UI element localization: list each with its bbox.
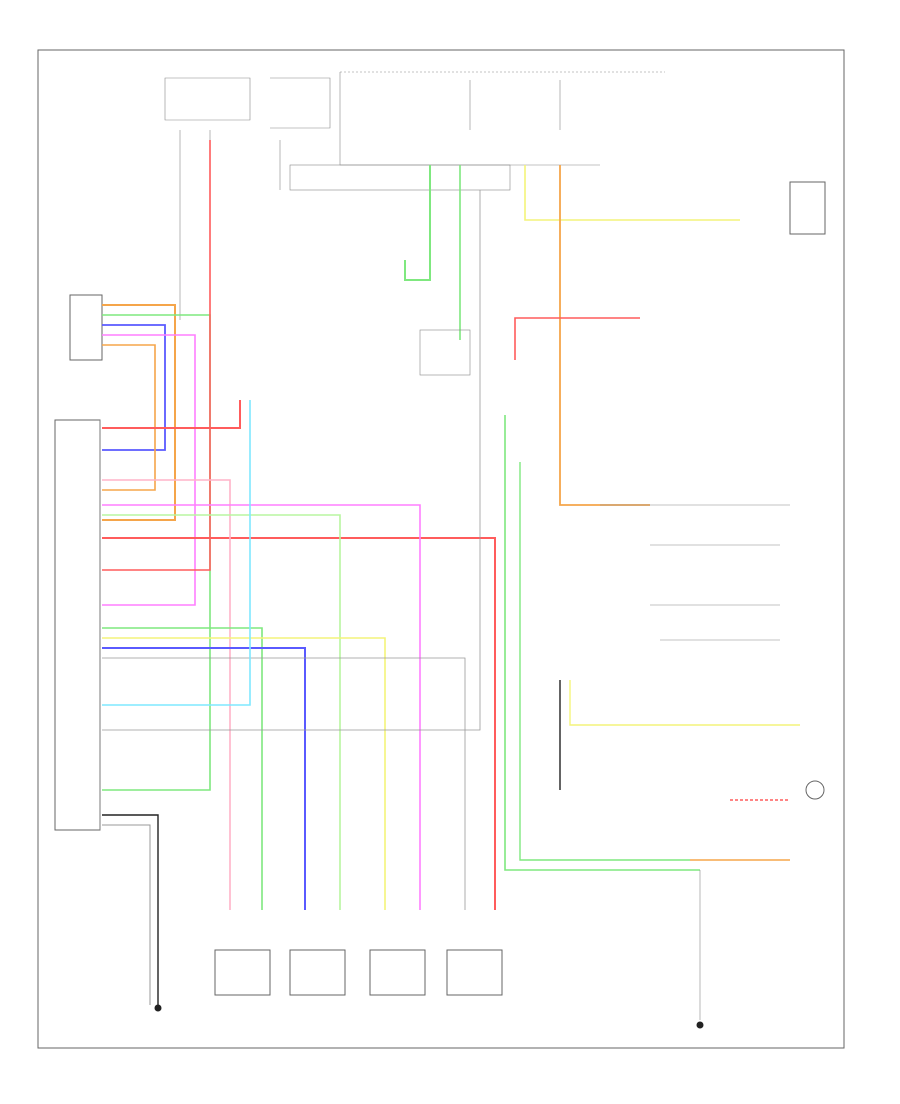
center-connector	[419, 329, 471, 376]
combination-switch	[69, 294, 103, 361]
right-connector-block	[789, 181, 826, 235]
main-unit	[54, 419, 101, 831]
wire-gray-3	[102, 824, 151, 1005]
wire-red-3	[102, 537, 496, 910]
top-feeds	[179, 130, 281, 320]
wire-magenta-1	[102, 334, 196, 606]
ground-right	[696, 1021, 704, 1029]
wire-yellow-2	[524, 165, 740, 221]
main-unit-outline	[54, 419, 101, 831]
wire-green-3	[404, 165, 431, 281]
wire-red-1	[102, 400, 241, 429]
wire-blue-1	[102, 324, 166, 451]
wire-black-1	[102, 814, 159, 1005]
wire-blue-2	[102, 647, 306, 910]
wire-red-4	[514, 317, 640, 360]
top-fuse-box	[164, 71, 665, 320]
sensor-4	[446, 949, 503, 996]
wire-gray-1	[102, 657, 466, 910]
diagram-frame	[37, 49, 845, 1049]
wire-cyan-1	[102, 400, 251, 706]
wire-green-6	[519, 462, 690, 861]
wire-lightgreen-1	[102, 514, 341, 910]
sensor-1	[214, 949, 271, 996]
motor-symbol	[805, 780, 825, 800]
wire-green-2	[102, 627, 263, 910]
wire-orange-2	[102, 344, 156, 491]
fuse-box-mid	[270, 77, 331, 129]
wire-green-5	[504, 415, 700, 871]
right-switch-lines	[600, 504, 790, 641]
sensor-3	[369, 949, 426, 996]
relay-pins	[469, 80, 561, 130]
wire-orange-3	[559, 165, 650, 506]
fuse-box-left	[164, 77, 251, 121]
ground-left	[154, 1004, 162, 1012]
sensor-row	[214, 949, 503, 996]
sensor-2	[289, 949, 346, 996]
wire-red-2	[102, 140, 211, 571]
junction-row	[289, 164, 511, 191]
wire-yellow-1	[102, 637, 386, 910]
wire-gray-2	[102, 190, 481, 731]
wire-pink-1	[102, 479, 231, 910]
wire-orange-1	[102, 304, 176, 521]
wire-yellow-3	[569, 680, 800, 726]
wire-green-1	[102, 314, 211, 791]
wire-magenta-2	[102, 504, 421, 910]
